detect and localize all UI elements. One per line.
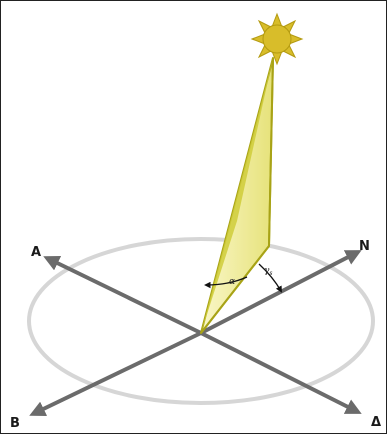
horizon-ellipse (29, 239, 373, 403)
label-west: B (10, 416, 20, 431)
zenith-angle-label: γs (264, 266, 272, 277)
sun-icon (252, 14, 302, 64)
label-north: N (359, 239, 370, 254)
zenith-angle-arc (259, 264, 281, 291)
label-east: A (31, 245, 41, 260)
axis-east-west (49, 259, 201, 333)
zenith-angle-subscript: s (269, 270, 272, 277)
label-south: Δ (371, 415, 381, 430)
azimuth-angle-label: α (229, 277, 235, 287)
